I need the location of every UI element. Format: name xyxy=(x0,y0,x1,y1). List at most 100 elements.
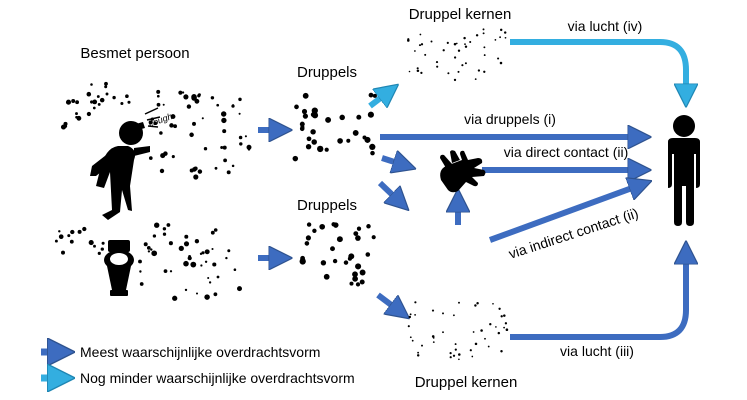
arrow-droplets-to-surface xyxy=(377,180,402,204)
droplet-dot xyxy=(138,259,142,264)
droplet-dot xyxy=(178,90,183,95)
droplet-dot xyxy=(233,268,237,271)
droplet-dot xyxy=(207,276,210,280)
droplet-dot xyxy=(70,229,75,235)
droplet-dot xyxy=(497,331,501,335)
droplet-dot xyxy=(193,174,199,180)
droplet-dot xyxy=(61,250,65,255)
droplet-dot xyxy=(225,256,228,260)
droplet-dot xyxy=(504,322,508,325)
droplet-dot xyxy=(169,270,173,273)
droplet-dot xyxy=(407,325,410,328)
droplet-dot xyxy=(222,145,227,150)
legend-secondary-label: Nog minder waarschijnlijke overdrachtsvo… xyxy=(80,370,355,386)
droplet-dot xyxy=(160,153,166,159)
droplet-dot xyxy=(469,349,472,352)
droplet-dot xyxy=(353,231,359,237)
droplet-dot xyxy=(371,235,376,240)
arrow-droplets-to-nuclei xyxy=(376,292,402,313)
droplet-dot xyxy=(194,239,200,244)
droplet-dot xyxy=(311,112,319,119)
route-indirect-ii-label: via indirect contact (ii) xyxy=(507,205,641,262)
droplet-dot xyxy=(64,124,68,128)
droplet-dot xyxy=(101,241,105,245)
droplet-dot xyxy=(204,294,210,300)
droplet-dot xyxy=(461,64,464,67)
droplet-dot xyxy=(302,92,309,99)
droplet-dot xyxy=(214,166,218,170)
droplet-dot xyxy=(352,271,358,278)
droplet-dot xyxy=(419,33,422,36)
droplet-dot xyxy=(492,302,494,305)
droplet-dot xyxy=(331,222,336,227)
droplet-dot xyxy=(162,232,167,236)
droplet-dot xyxy=(416,354,420,357)
droplet-dot xyxy=(500,315,503,318)
droplet-dot xyxy=(156,94,160,98)
droplet-dot xyxy=(503,314,506,317)
droplets-bottom-label: Druppels xyxy=(297,197,357,214)
droplet-dot xyxy=(352,129,359,136)
droplet-dot xyxy=(125,94,129,99)
droplet-dot xyxy=(366,224,371,229)
droplet-dot xyxy=(503,31,507,34)
droplet-dot xyxy=(483,70,486,73)
droplet-dot xyxy=(146,246,151,250)
droplet-dot xyxy=(75,112,78,116)
droplet-dot xyxy=(500,350,503,353)
droplet-dot xyxy=(299,258,306,265)
droplet-dot xyxy=(442,49,445,52)
droplet-dot xyxy=(162,103,165,106)
droplet-dot xyxy=(503,326,505,329)
droplet-dot xyxy=(213,292,218,297)
droplet-dot xyxy=(183,94,189,100)
route-air-iv-label: via lucht (iv) xyxy=(568,18,643,34)
droplet-dot xyxy=(499,61,503,65)
route-direct-ii-label: via direct contact (ii) xyxy=(504,144,628,160)
droplet-dot xyxy=(310,129,316,135)
droplet-dot xyxy=(210,96,215,100)
droplet-dot xyxy=(457,49,461,52)
droplet-dot xyxy=(352,276,358,282)
cloud-toilet-left xyxy=(54,226,105,256)
droplet-dot xyxy=(154,222,160,228)
droplet-dot xyxy=(183,241,190,247)
droplet-dot xyxy=(330,246,335,252)
droplet-dot xyxy=(482,28,485,31)
droplet-dot xyxy=(414,301,417,304)
droplet-dot xyxy=(299,121,305,127)
cloud-cough-right xyxy=(148,89,252,180)
droplet-dot xyxy=(220,146,224,149)
droplet-dot xyxy=(442,331,444,334)
droplet-dot xyxy=(192,121,196,126)
droplet-dot xyxy=(195,292,199,295)
droplet-dot xyxy=(414,314,416,316)
droplet-dot xyxy=(92,106,96,110)
legend-primary-label: Meest waarschijnlijke overdrachtsvorm xyxy=(80,344,320,360)
cloud-toilet-right xyxy=(138,222,242,301)
droplet-dot xyxy=(88,240,94,246)
arrow-droplets-to-hand xyxy=(381,158,407,166)
droplet-dot xyxy=(494,39,497,41)
droplet-dot xyxy=(453,42,457,46)
droplet-dot xyxy=(143,242,148,247)
droplet-dot xyxy=(104,85,108,89)
droplet-dot xyxy=(311,107,318,114)
droplet-dot xyxy=(97,251,101,256)
droplet-dot xyxy=(194,98,200,104)
droplet-dot xyxy=(184,234,189,239)
droplet-dot xyxy=(472,331,475,333)
droplet-dot xyxy=(504,36,507,39)
droplet-dot xyxy=(170,114,176,120)
droplet-dot xyxy=(420,43,424,46)
cloud-nuclei-bot xyxy=(407,301,509,361)
droplet-dot xyxy=(189,168,194,173)
droplet-dot xyxy=(411,339,414,342)
droplet-dot xyxy=(82,226,87,232)
droplet-dot xyxy=(458,301,460,304)
droplet-dot xyxy=(480,329,483,332)
droplet-dot xyxy=(372,93,377,98)
droplet-dot xyxy=(189,132,194,138)
droplet-dot xyxy=(421,344,423,347)
